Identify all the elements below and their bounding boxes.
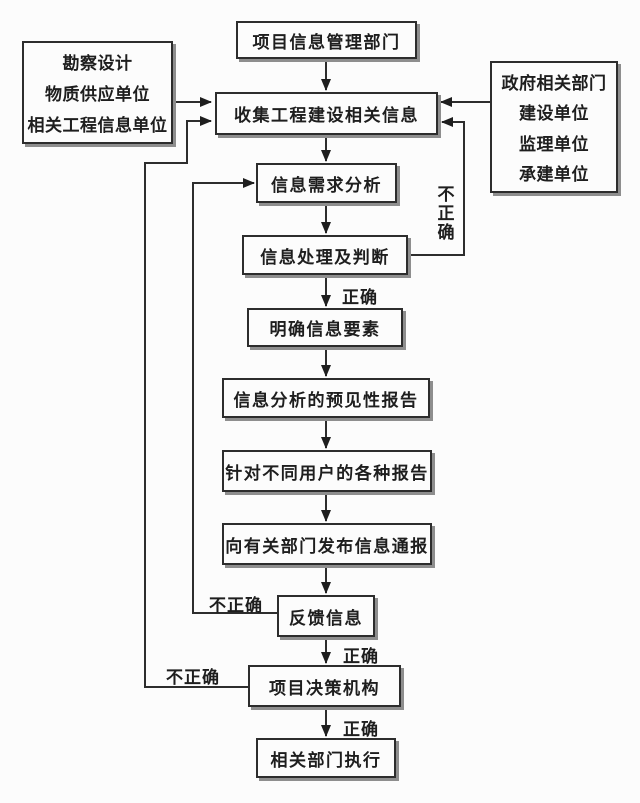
node-sources-left-line3: 相关工程信息单位 (27, 116, 168, 135)
node-notify-label: 向有关部门发布信息通报 (225, 536, 429, 556)
node-feedback: 反馈信息 (277, 595, 375, 637)
edge-label-incorrect-feedback: 不正确 (209, 596, 263, 615)
node-sources-right-line1: 政府相关部门 (501, 73, 607, 93)
node-sources-right-line4: 承建单位 (519, 165, 589, 185)
node-demand-label: 信息需求分析 (271, 175, 382, 195)
node-forecast-label: 信息分析的预见性报告 (233, 390, 419, 410)
node-sources-left: 勘察设计 物质供应单位 相关工程信息单位 (22, 41, 173, 144)
node-clarify: 明确信息要素 (247, 308, 403, 347)
edge-feedback-incorrect-to-demand (192, 178, 277, 614)
edge-label-incorrect-process: 不正确 (437, 185, 455, 242)
node-feedback-label: 反馈信息 (289, 608, 363, 628)
node-execute: 相关部门执行 (256, 738, 396, 778)
node-collect: 收集工程建设相关信息 (215, 92, 438, 135)
node-sources-right: 政府相关部门 建设单位 监理单位 承建单位 (490, 61, 618, 193)
node-process-label: 信息处理及判断 (260, 247, 390, 267)
node-sources-left-line2: 物质供应单位 (45, 85, 150, 104)
node-forecast: 信息分析的预见性报告 (222, 378, 430, 418)
node-decision: 项目决策机构 (248, 665, 401, 707)
node-demand: 信息需求分析 (256, 163, 397, 203)
node-decision-label: 项目决策机构 (269, 678, 380, 698)
node-sources-left-line1: 勘察设计 (62, 54, 133, 73)
node-sources-right-line2: 建设单位 (519, 104, 589, 124)
node-clarify-label: 明确信息要素 (269, 320, 381, 339)
edge-label-incorrect-decision: 不正确 (166, 668, 220, 687)
node-collect-label: 收集工程建设相关信息 (234, 106, 419, 125)
node-reports-label: 针对不同用户的各种报告 (225, 463, 429, 483)
node-notify: 向有关部门发布信息通报 (222, 523, 432, 565)
edge-label-correct-process: 正确 (342, 288, 378, 307)
node-project-dept-label: 项目信息管理部门 (252, 32, 401, 52)
edge-decision-incorrect-to-collect (144, 116, 248, 688)
edge-label-correct-decision: 正确 (343, 720, 379, 739)
node-reports: 针对不同用户的各种报告 (222, 450, 432, 492)
edge-process-incorrect-to-collect (408, 117, 465, 256)
node-project-dept: 项目信息管理部门 (236, 21, 417, 59)
node-sources-right-line3: 监理单位 (519, 134, 589, 154)
node-process: 信息处理及判断 (242, 235, 408, 275)
edge-label-correct-feedback: 正确 (343, 647, 379, 666)
node-execute-label: 相关部门执行 (270, 750, 382, 770)
